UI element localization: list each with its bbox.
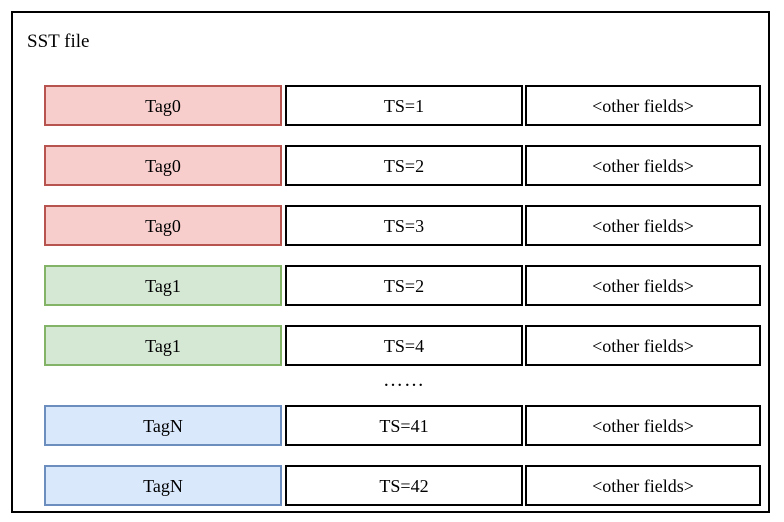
timestamp-cell: TS=1 [285,85,523,126]
other-fields-cell: <other fields> [525,205,761,246]
other-fields-cell: <other fields> [525,85,761,126]
tag-cell: TagN [44,405,282,446]
timestamp-cell: TS=42 [285,465,523,506]
tag-cell: Tag0 [44,145,282,186]
tag-cell: Tag0 [44,85,282,126]
timestamp-cell: TS=3 [285,205,523,246]
record-row: Tag1 TS=4 <other fields> [44,325,761,366]
timestamp-cell: TS=4 [285,325,523,366]
sst-file-title: SST file [27,31,90,52]
record-row: Tag0 TS=1 <other fields> [44,85,761,126]
record-row: TagN TS=42 <other fields> [44,465,761,506]
tag-cell: TagN [44,465,282,506]
other-fields-cell: <other fields> [525,265,761,306]
ellipsis-separator: …… [383,369,425,391]
tag-cell: Tag1 [44,325,282,366]
record-row: Tag0 TS=3 <other fields> [44,205,761,246]
other-fields-cell: <other fields> [525,145,761,186]
timestamp-cell: TS=41 [285,405,523,446]
tag-cell: Tag0 [44,205,282,246]
record-row: TagN TS=41 <other fields> [44,405,761,446]
other-fields-cell: <other fields> [525,405,761,446]
record-row: Tag0 TS=2 <other fields> [44,145,761,186]
timestamp-cell: TS=2 [285,265,523,306]
sst-file-container: SST file Tag0 TS=1 <other fields> Tag0 T… [11,11,770,513]
other-fields-cell: <other fields> [525,465,761,506]
timestamp-cell: TS=2 [285,145,523,186]
tag-cell: Tag1 [44,265,282,306]
record-row: Tag1 TS=2 <other fields> [44,265,761,306]
other-fields-cell: <other fields> [525,325,761,366]
